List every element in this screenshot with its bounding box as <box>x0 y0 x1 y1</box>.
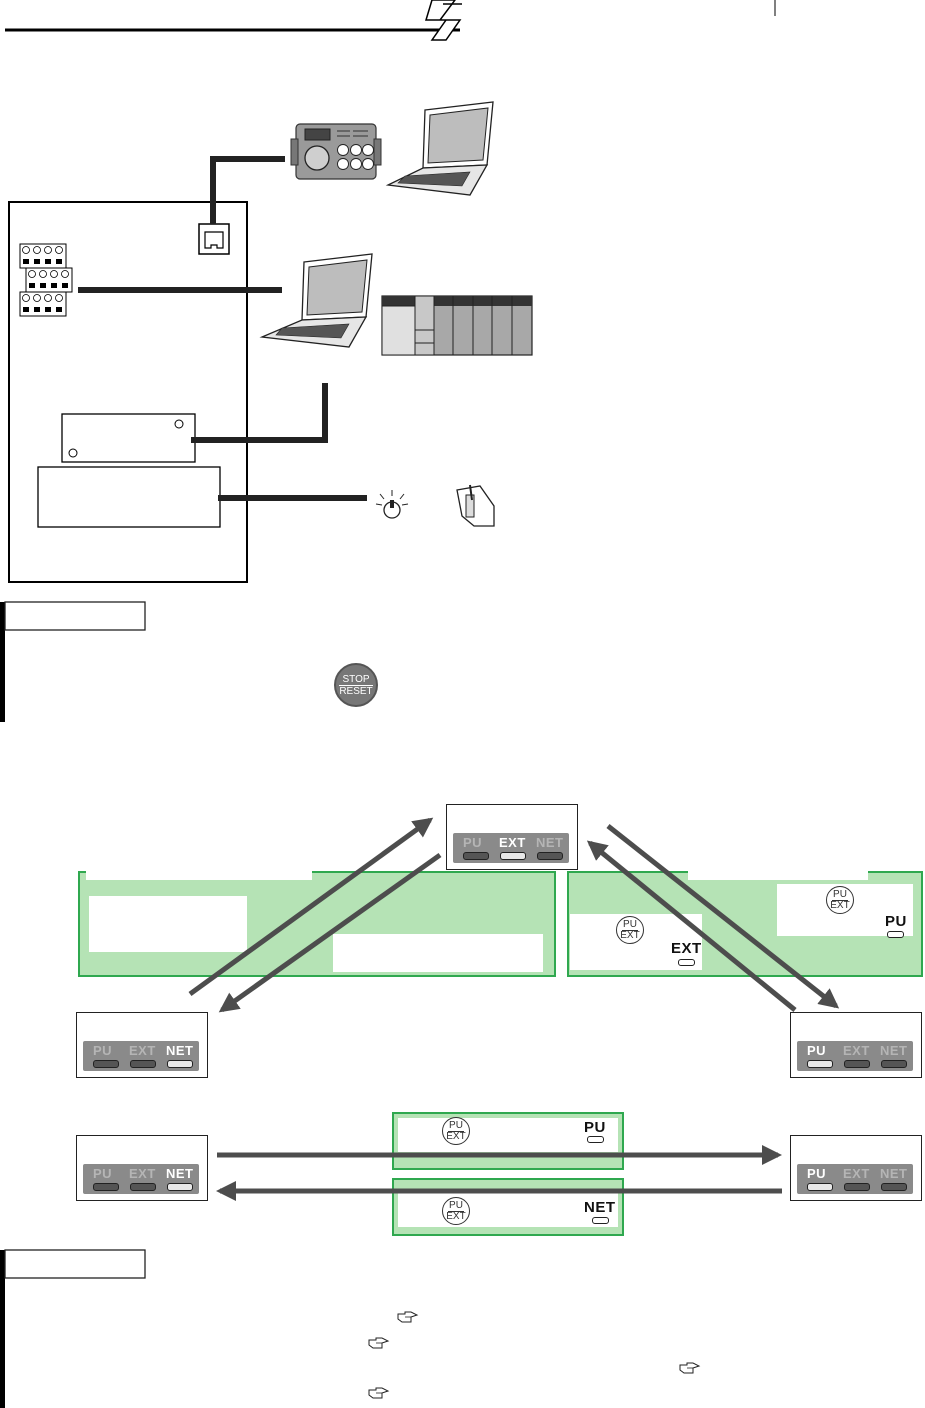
section-bar <box>0 1250 5 1408</box>
display-pu-mode: PU EXT NET <box>790 1135 922 1201</box>
switch-icon <box>456 484 495 527</box>
led-net <box>881 1183 907 1191</box>
option-board <box>61 413 196 463</box>
terminal-block-icon <box>19 243 73 317</box>
mode-indicator-text: PU <box>584 1119 606 1136</box>
note-panel <box>398 1193 618 1227</box>
led-pu <box>807 1060 833 1068</box>
mode-label-ext: EXT <box>499 835 526 850</box>
rj45-connector-icon <box>198 223 230 255</box>
mode-indicator-text: EXT <box>671 940 702 957</box>
mode-switch-arrows <box>188 817 840 1201</box>
note-panel <box>89 896 247 952</box>
hand-pointer-icon <box>368 1387 390 1399</box>
pu-ext-key-icon: PU EXT <box>616 916 644 944</box>
led-pu <box>93 1183 119 1191</box>
mode-label-ext: EXT <box>843 1043 870 1058</box>
display-ext-mode: PU EXT NET <box>446 804 578 870</box>
mode-led-icon <box>592 1217 609 1224</box>
control-terminal-board <box>37 466 221 528</box>
mode-label-net: NET <box>166 1043 194 1058</box>
mode-label-pu: PU <box>807 1043 827 1058</box>
key-label-bottom: EXT <box>830 899 850 911</box>
display-net-mode: PU EXT NET <box>76 1135 208 1201</box>
mode-led-icon <box>587 1136 604 1143</box>
key-label-top: PU <box>448 1119 464 1132</box>
mode-label-pu: PU <box>463 835 483 850</box>
display-net-mode: PU EXT NET <box>76 1012 208 1078</box>
potentiometer-icon <box>375 490 409 519</box>
display-pu-mode: PU EXT NET <box>790 1012 922 1078</box>
note-panel <box>333 934 543 972</box>
laptop-icon <box>385 101 494 196</box>
mode-label-ext: EXT <box>129 1043 156 1058</box>
led-ext <box>130 1060 156 1068</box>
pu-ext-key-icon: PU EXT <box>442 1117 470 1145</box>
mode-label-net: NET <box>880 1166 908 1181</box>
mode-led-icon <box>887 931 904 938</box>
mode-label-net: NET <box>536 835 564 850</box>
key-label-bottom: EXT <box>620 929 640 941</box>
connection-lines <box>78 156 367 501</box>
hand-pointer-icon <box>679 1362 701 1374</box>
mode-label-ext: EXT <box>129 1166 156 1181</box>
parameter-unit-icon <box>290 123 382 180</box>
green-box-tab <box>86 864 312 880</box>
mode-label-pu: PU <box>807 1166 827 1181</box>
led-pu <box>93 1060 119 1068</box>
key-label-bottom: EXT <box>446 1130 466 1142</box>
header-rule <box>5 0 462 41</box>
stop-reset-key-icon: STOP RESET <box>334 663 378 707</box>
plc-icon <box>381 295 533 356</box>
mode-label-net: NET <box>880 1043 908 1058</box>
key-label-top: PU <box>622 918 638 931</box>
led-pu <box>807 1183 833 1191</box>
stop-label: STOP <box>342 673 370 685</box>
mode-label-net: NET <box>166 1166 194 1181</box>
led-net <box>881 1060 907 1068</box>
section-bar <box>0 602 5 722</box>
led-ext <box>844 1183 870 1191</box>
key-label-top: PU <box>832 888 848 901</box>
section-heading-box <box>4 1249 146 1279</box>
led-net <box>167 1183 193 1191</box>
pu-ext-key-icon: PU EXT <box>442 1197 470 1225</box>
pu-ext-key-icon: PU EXT <box>826 886 854 914</box>
note-panel <box>398 1118 618 1152</box>
mode-indicator-text: NET <box>584 1199 616 1216</box>
mode-label-ext: EXT <box>843 1166 870 1181</box>
mode-indicator-text: PU <box>885 913 907 930</box>
led-net <box>537 852 563 860</box>
mode-label-pu: PU <box>93 1166 113 1181</box>
led-ext <box>844 1060 870 1068</box>
mode-led-icon <box>678 959 695 966</box>
hand-pointer-icon <box>368 1337 390 1349</box>
key-label-top: PU <box>448 1199 464 1212</box>
hand-pointer-icon <box>397 1311 419 1323</box>
mode-label-pu: PU <box>93 1043 113 1058</box>
key-label-bottom: EXT <box>446 1210 466 1222</box>
led-ext <box>500 852 526 860</box>
green-box-tab <box>688 864 868 880</box>
reset-label: RESET <box>339 684 373 697</box>
section-heading-box <box>4 601 146 631</box>
led-pu <box>463 852 489 860</box>
laptop-icon <box>259 253 373 348</box>
led-ext <box>130 1183 156 1191</box>
led-net <box>167 1060 193 1068</box>
